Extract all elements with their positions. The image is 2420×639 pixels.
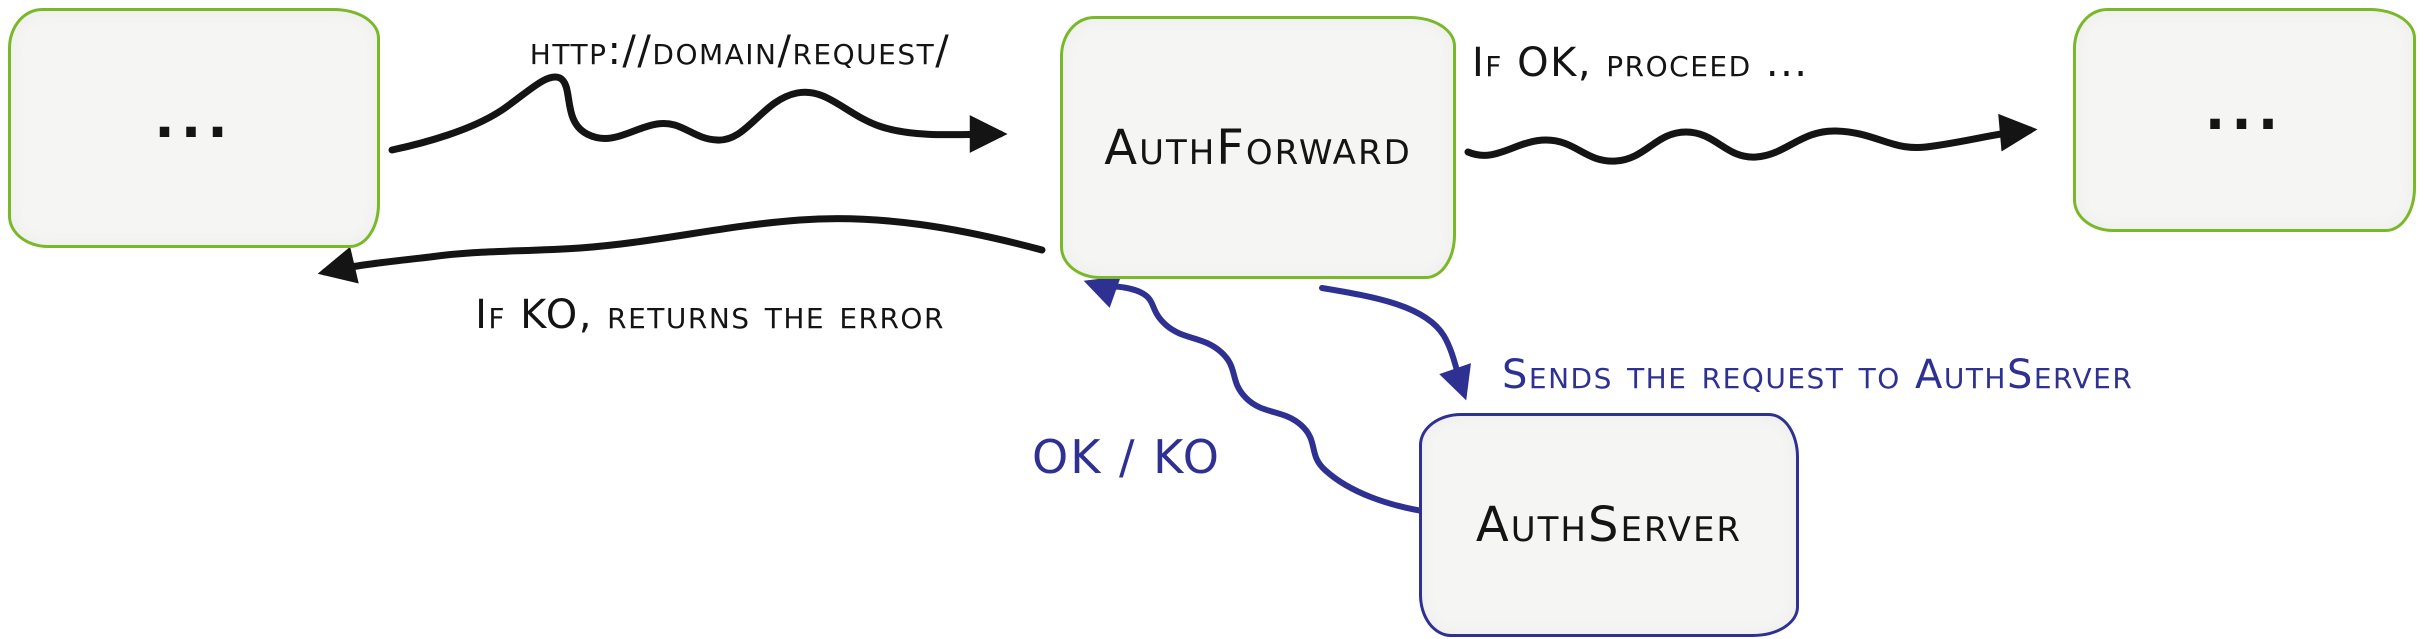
node-client-left: ...	[8, 8, 380, 248]
node-authserver: AuthServer	[1419, 413, 1799, 637]
node-client-right-label: ...	[2204, 78, 2285, 142]
edge-label-ko-error: If KO, returns the error	[475, 292, 945, 338]
edge-request-arrow	[388, 73, 1008, 154]
edge-ko-error-arrow	[317, 215, 1046, 284]
edge-label-ok-ko: OK / KO	[1032, 430, 1221, 484]
edge-label-request: http://domain/request/	[529, 28, 951, 74]
node-authforward: AuthForward	[1060, 16, 1456, 279]
node-client-right: ...	[2073, 8, 2416, 232]
edge-ok-ko-arrow	[1083, 276, 1431, 515]
edge-ok-proceed-arrow	[1464, 113, 2038, 165]
edge-label-send-auth: Sends the request to AuthServer	[1502, 352, 2134, 398]
node-client-left-label: ...	[154, 86, 234, 150]
node-authserver-label: AuthServer	[1475, 497, 1743, 553]
node-authforward-label: AuthForward	[1104, 119, 1412, 176]
edge-label-ok-proceed: If OK, proceed ...	[1472, 40, 1809, 86]
edge-send-auth-arrow	[1319, 285, 1471, 401]
